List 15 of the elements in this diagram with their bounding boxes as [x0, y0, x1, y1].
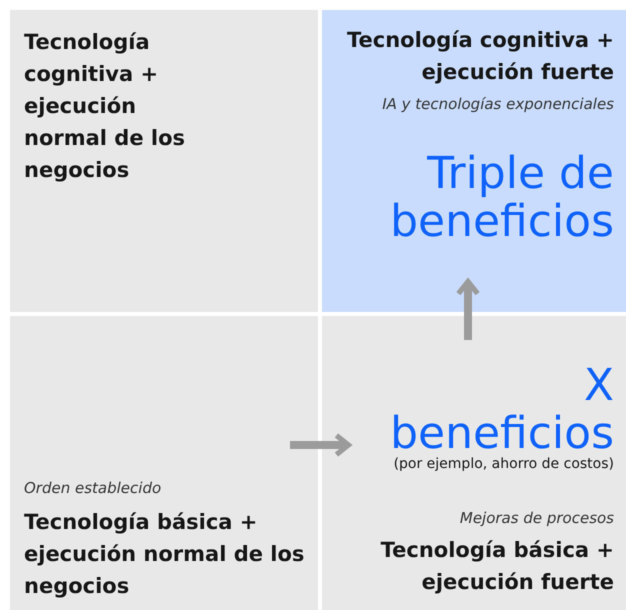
subtitle: Orden establecido: [24, 478, 162, 498]
quadrant-panel: [10, 316, 318, 610]
arrow: [290, 432, 352, 458]
subtitle: IA y tecnologías exponenciales: [381, 94, 614, 114]
quadrant-title: Tecnología básica + ejecución fuerte: [380, 537, 614, 596]
arrow: [456, 278, 480, 340]
note-text: (por ejemplo, ahorro de costos): [392, 455, 614, 474]
subtitle: Mejoras de procesos: [458, 508, 614, 528]
quadrant-title: Tecnología cognitiva + ejecución fuerte: [346, 27, 614, 86]
quadrant-panel: [322, 10, 626, 312]
quadrant-panel: [322, 316, 626, 610]
benefit-text: Triple de beneficios: [389, 150, 614, 246]
quadrant-title: Tecnología básica + ejecución normal de los negocios: [24, 509, 306, 600]
quadrant-title: Tecnología cognitiva + ejecución normal de los negocios: [24, 29, 186, 184]
benefit-text: X beneficios: [389, 362, 614, 458]
